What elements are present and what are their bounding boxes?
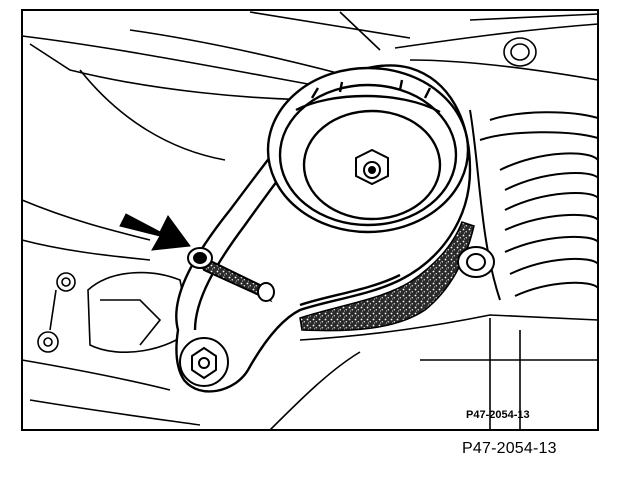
bold-arrow-icon: [119, 213, 191, 251]
center-nut: [355, 148, 389, 186]
bracket-bolt: [179, 337, 229, 387]
inner-figure-code: P47-2054-13: [466, 409, 530, 421]
dowel-sleeve: [187, 247, 275, 303]
mount-housing: [266, 66, 470, 234]
background-body-structure: [21, 11, 599, 431]
figure-caption: P47-2054-13: [462, 440, 557, 457]
rubber-boot: [469, 109, 599, 301]
rubber-seal: [299, 221, 475, 332]
side-bolt: [457, 246, 495, 278]
